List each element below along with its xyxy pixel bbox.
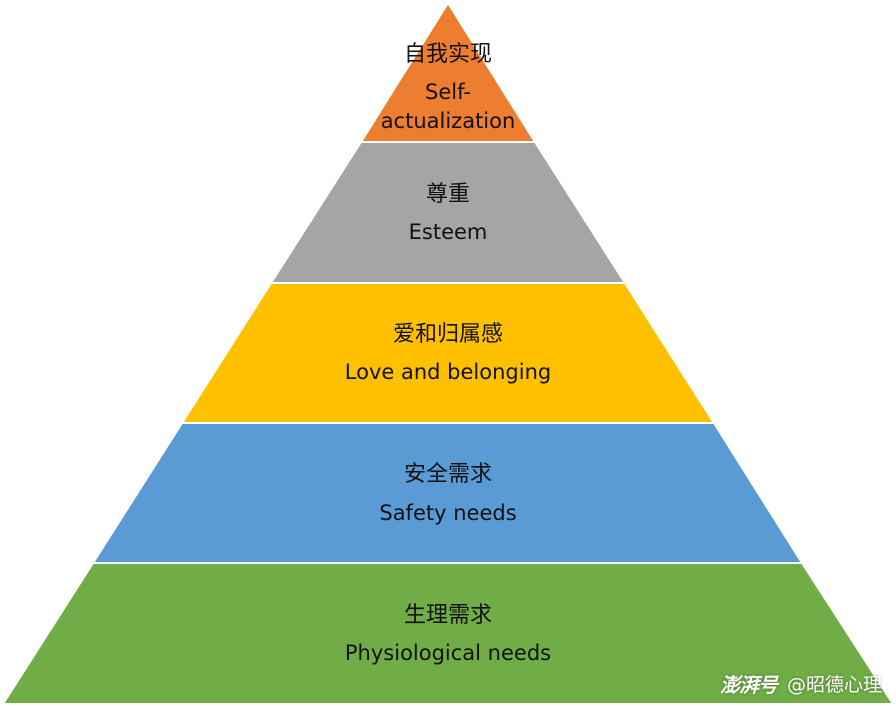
level-physiological-zh: 生理需求 xyxy=(403,603,492,628)
level-love-belonging-en: Love and belonging xyxy=(344,360,552,384)
watermark-handle: @昭德心理 xyxy=(786,674,882,696)
level-love-belonging-zh: 爱和归属感 xyxy=(392,322,503,347)
level-safety xyxy=(91,422,804,564)
watermark: 澎湃号 @昭德心理 xyxy=(720,669,882,698)
level-love-belonging xyxy=(180,282,716,424)
level-esteem xyxy=(269,141,627,284)
level-esteem-en: Esteem xyxy=(408,220,488,244)
level-physiological-en: Physiological needs xyxy=(344,641,552,665)
level-physiological xyxy=(1,562,895,705)
level-safety-zh: 安全需求 xyxy=(403,462,492,487)
level-safety-en: Safety needs xyxy=(379,501,517,525)
level-self-actualization-en: Self-actualization xyxy=(380,80,516,133)
level-self-actualization-zh: 自我实现 xyxy=(403,42,492,67)
watermark-logo: 澎湃号 xyxy=(719,673,778,697)
level-esteem-zh: 尊重 xyxy=(425,182,470,207)
